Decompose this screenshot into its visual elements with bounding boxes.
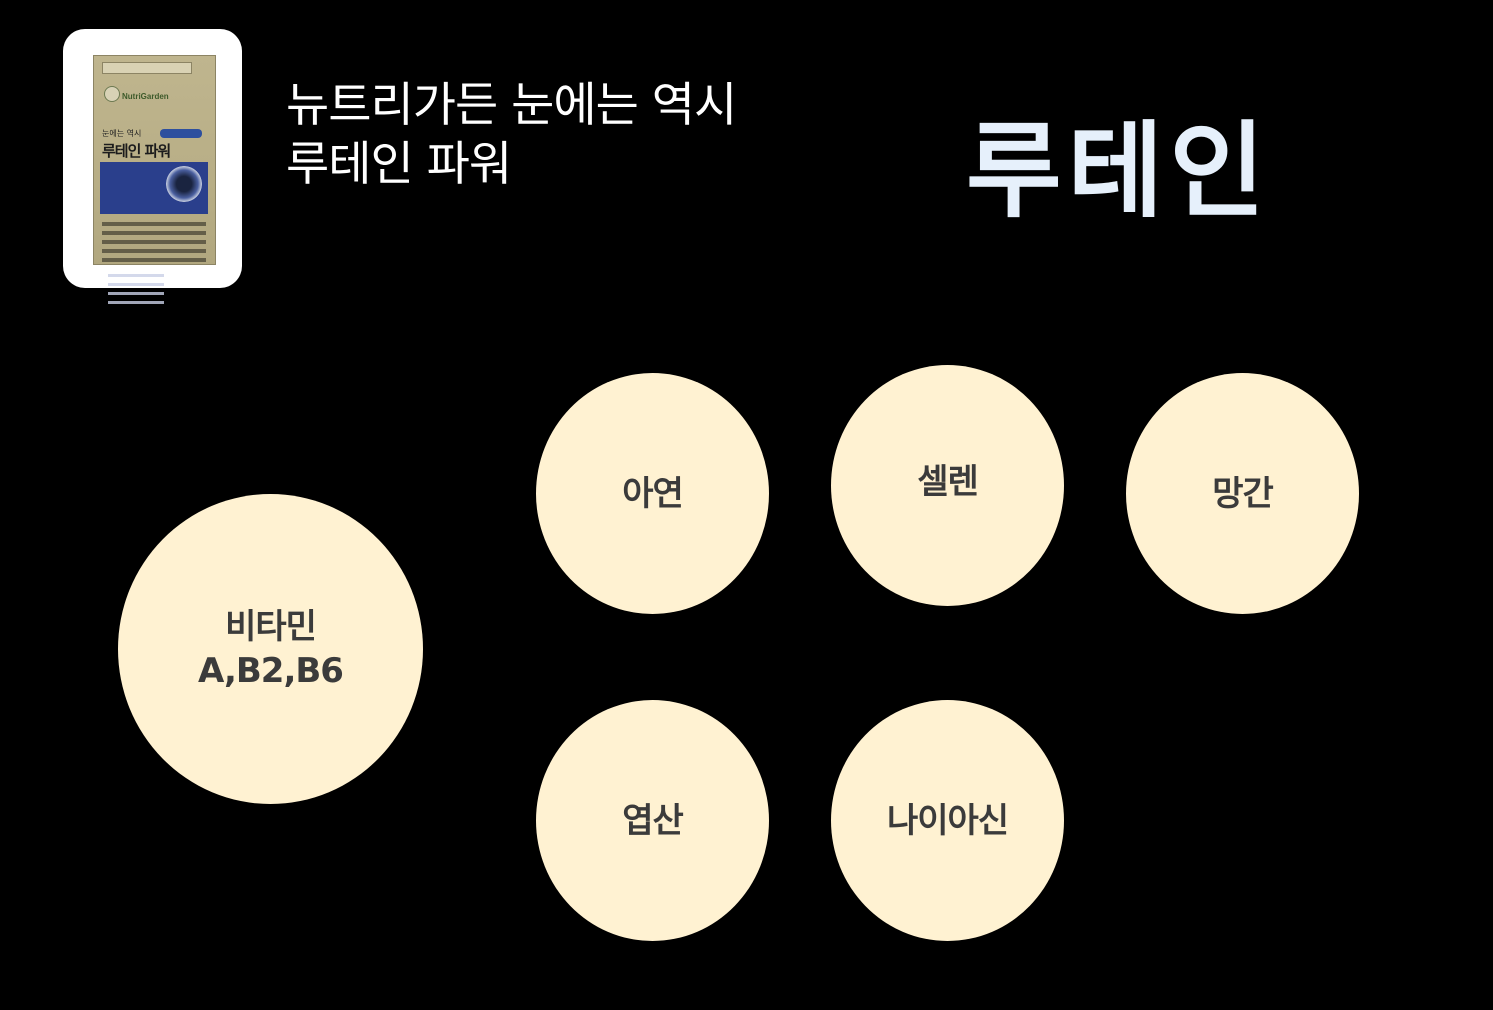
ingredient-label-vitamin-line-1: 비타민 xyxy=(225,607,317,647)
box-ingredient-text-lines xyxy=(102,222,206,267)
ingredient-label-vitamin-line-2: A,B2,B6 xyxy=(198,651,344,691)
ingredient-bubble-manganese: 망간 xyxy=(1126,373,1359,614)
ingredient-label-niacin: 나이아신 xyxy=(886,800,1009,841)
big-title: 루테인 xyxy=(966,110,1272,232)
ingredient-label-manganese: 망간 xyxy=(1212,473,1274,514)
headline-line-1: 뉴트리가든 눈에는 역시 xyxy=(286,78,737,133)
ingredient-label-zinc: 아연 xyxy=(622,473,684,514)
ingredient-bubble-zinc: 아연 xyxy=(536,373,769,614)
box-brand-text: NutriGarden xyxy=(122,92,169,101)
ingredient-label-folic-acid: 엽산 xyxy=(622,800,684,841)
ingredient-label-selenium: 셀렌 xyxy=(917,461,979,502)
ingredient-bubble-vitamin: 비타민 A,B2,B6 xyxy=(118,494,423,804)
brand-logo-icon xyxy=(104,86,120,102)
box-top-strip xyxy=(102,62,192,74)
product-box-image: NutriGarden 눈에는 역시 루테인 파워 xyxy=(93,55,216,304)
ingredient-label-vitamin: 비타민 A,B2,B6 xyxy=(198,605,344,693)
headline-line-2: 루테인 파워 xyxy=(286,137,512,192)
eye-lens-icon xyxy=(166,166,202,202)
ingredient-bubble-niacin: 나이아신 xyxy=(831,700,1064,941)
box-band-text-lines xyxy=(108,274,164,314)
ingredient-bubble-selenium: 셀렌 xyxy=(831,365,1064,606)
box-subtitle: 눈에는 역시 xyxy=(102,129,142,138)
product-image-card: NutriGarden 눈에는 역시 루테인 파워 xyxy=(63,29,242,304)
box-tag xyxy=(160,129,202,138)
headline: 뉴트리가든 눈에는 역시 루테인 파워 xyxy=(286,76,737,194)
box-product-name: 루테인 파워 xyxy=(102,142,171,160)
ingredient-bubble-folic-acid: 엽산 xyxy=(536,700,769,941)
